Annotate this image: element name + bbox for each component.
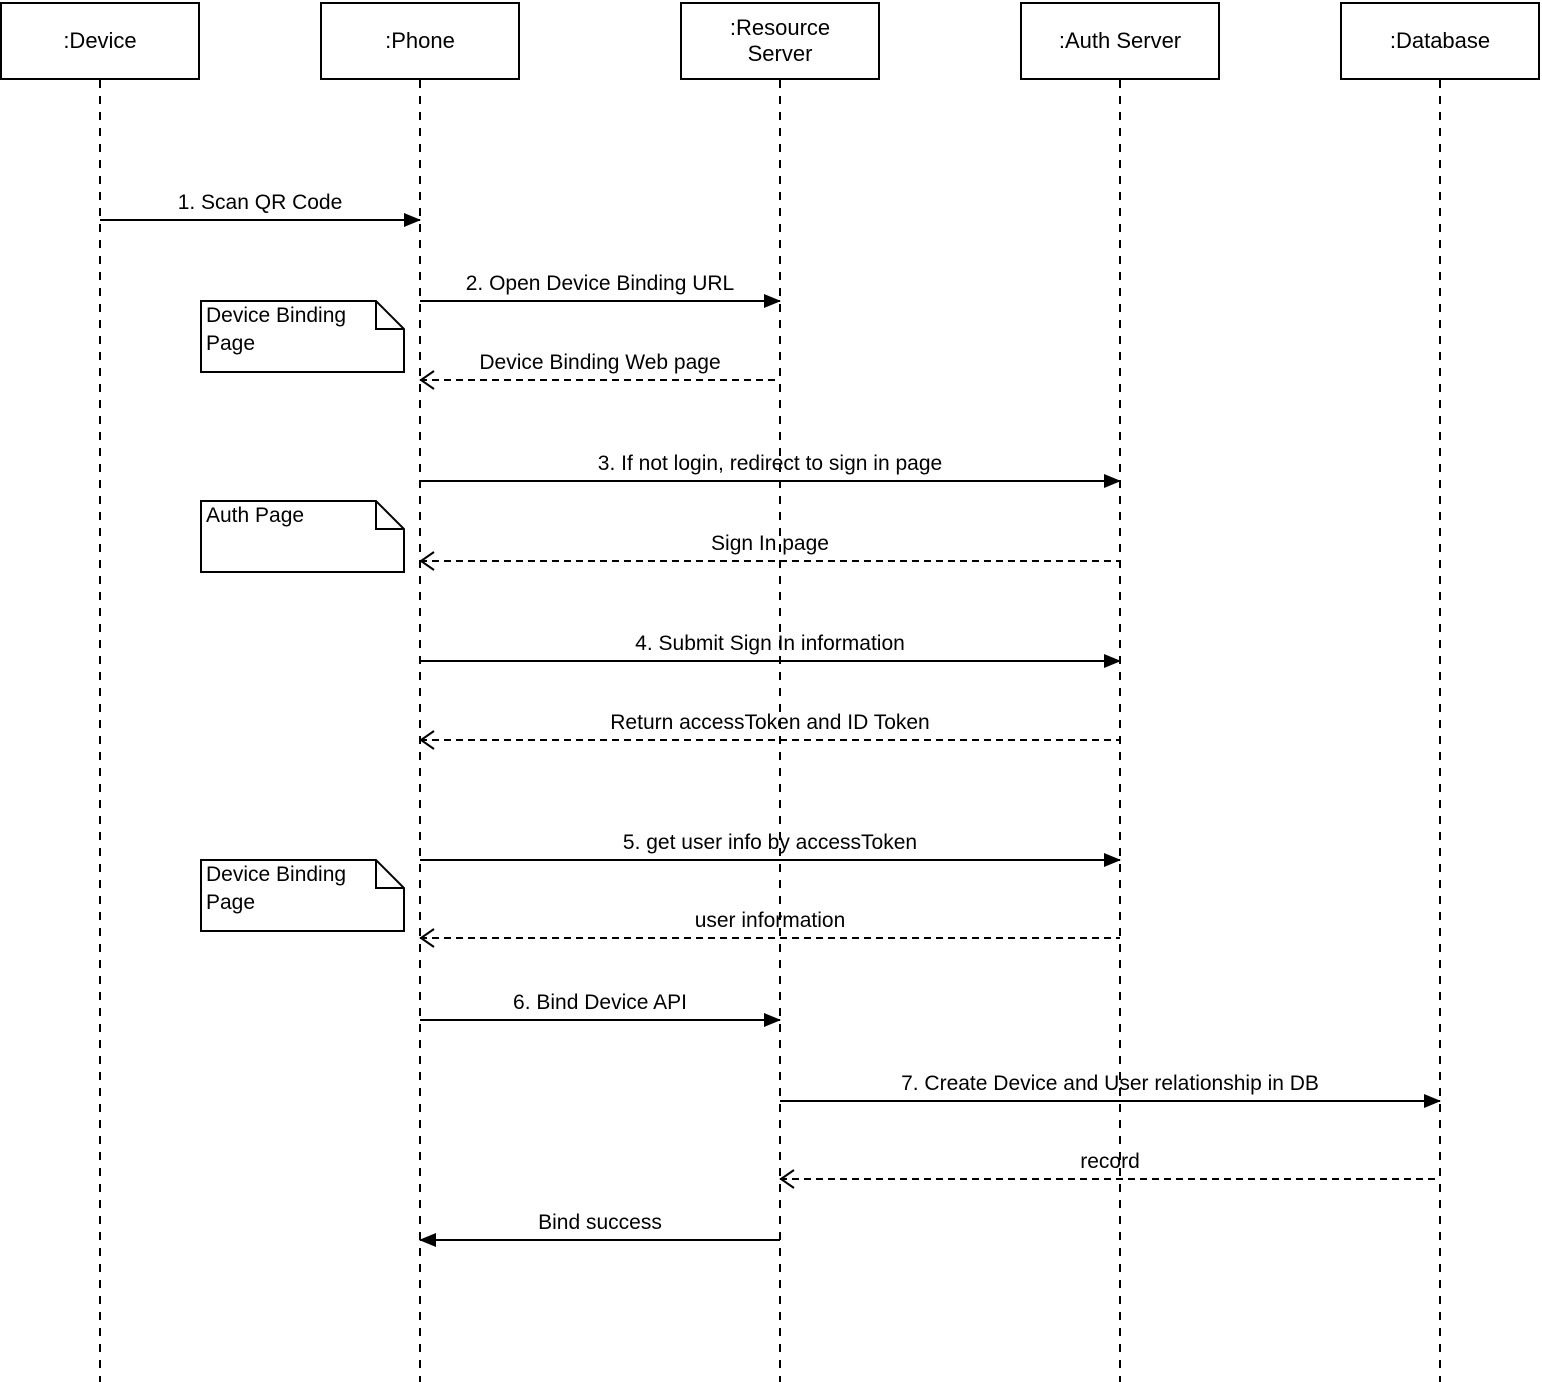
arrowhead-filled-icon	[1424, 1094, 1441, 1108]
actor-label: :Resource Server	[729, 15, 831, 66]
arrowhead-open-icon	[419, 370, 435, 390]
message-sign-in-page: Sign In page	[419, 532, 1120, 572]
note-device-binding-page-2: Device Binding Page	[200, 859, 405, 932]
actor-box-database: :Database	[1340, 2, 1540, 80]
message-line	[420, 379, 780, 381]
message-scan-qr-code: 1. Scan QR Code	[100, 191, 421, 231]
message-user-information: user information	[419, 909, 1120, 949]
arrowhead-filled-icon	[1104, 853, 1121, 867]
message-open-device-binding-url: 2. Open Device Binding URL	[420, 272, 781, 312]
note-shape	[200, 300, 405, 373]
message-bind-success: Bind success	[419, 1211, 780, 1251]
message-line	[100, 219, 420, 221]
actor-box-auth-server: :Auth Server	[1020, 2, 1220, 80]
message-create-relationship-db: 7. Create Device and User relationship i…	[780, 1072, 1441, 1112]
note-text: Device Binding Page	[206, 863, 347, 914]
lifeline-resource-server	[779, 80, 781, 1382]
message-label: 2. Open Device Binding URL	[465, 272, 735, 295]
note-device-binding-page-1: Device Binding Page	[200, 300, 405, 373]
message-line	[420, 1019, 780, 1021]
message-line	[420, 937, 1120, 939]
lifeline-database	[1439, 80, 1441, 1382]
arrowhead-open-icon	[419, 928, 435, 948]
note-text: Auth Page	[206, 504, 305, 527]
note-auth-page: Auth Page	[200, 500, 405, 573]
message-label: 7. Create Device and User relationship i…	[901, 1072, 1319, 1095]
arrowhead-filled-icon	[404, 213, 421, 227]
arrowhead-open-icon	[419, 730, 435, 750]
arrowhead-filled-icon	[419, 1233, 436, 1247]
message-line	[420, 859, 1120, 861]
message-line	[780, 1178, 1440, 1180]
message-label: 3. If not login, redirect to sign in pag…	[597, 452, 943, 475]
message-label: Return accessToken and ID Token	[610, 711, 930, 734]
note-shape	[200, 500, 405, 573]
actor-label: :Phone	[385, 28, 455, 53]
lifeline-auth-server	[1119, 80, 1121, 1382]
message-label: user information	[694, 909, 846, 932]
arrowhead-filled-icon	[1104, 474, 1121, 488]
message-line	[420, 480, 1120, 482]
message-submit-sign-in: 4. Submit Sign In information	[420, 632, 1121, 672]
actor-box-device: :Device	[0, 2, 200, 80]
lifeline-phone	[419, 80, 421, 1382]
message-device-binding-web-page: Device Binding Web page	[419, 351, 780, 391]
arrowhead-open-icon	[419, 551, 435, 571]
message-label: Bind success	[538, 1211, 662, 1234]
actor-label: :Database	[1389, 28, 1491, 53]
note-text: Device Binding Page	[206, 304, 347, 355]
message-return-tokens: Return accessToken and ID Token	[419, 711, 1120, 751]
message-label: record	[1080, 1150, 1140, 1173]
message-label: 1. Scan QR Code	[177, 191, 343, 214]
message-label: 5. get user info by accessToken	[622, 831, 918, 854]
actor-label: :Auth Server	[1058, 28, 1182, 53]
actor-label: :Device	[63, 28, 137, 53]
message-line	[420, 560, 1120, 562]
message-redirect-sign-in: 3. If not login, redirect to sign in pag…	[420, 452, 1121, 492]
arrowhead-filled-icon	[1104, 654, 1121, 668]
actor-box-resource-server: :Resource Server	[680, 2, 880, 80]
lifeline-device	[99, 80, 101, 1382]
arrowhead-open-icon	[779, 1169, 795, 1189]
note-shape	[200, 859, 405, 932]
message-line	[420, 660, 1120, 662]
message-line	[420, 1239, 780, 1241]
message-bind-device-api: 6. Bind Device API	[420, 991, 781, 1031]
message-label: Sign In page	[711, 532, 829, 555]
message-line	[780, 1100, 1440, 1102]
message-line	[420, 300, 780, 302]
message-line	[420, 739, 1120, 741]
message-get-user-info: 5. get user info by accessToken	[420, 831, 1121, 871]
arrowhead-filled-icon	[764, 1013, 781, 1027]
message-label: 6. Bind Device API	[513, 991, 687, 1014]
message-label: Device Binding Web page	[479, 351, 721, 374]
message-record: record	[779, 1150, 1440, 1190]
message-label: 4. Submit Sign In information	[635, 632, 905, 655]
actor-box-phone: :Phone	[320, 2, 520, 80]
arrowhead-filled-icon	[764, 294, 781, 308]
